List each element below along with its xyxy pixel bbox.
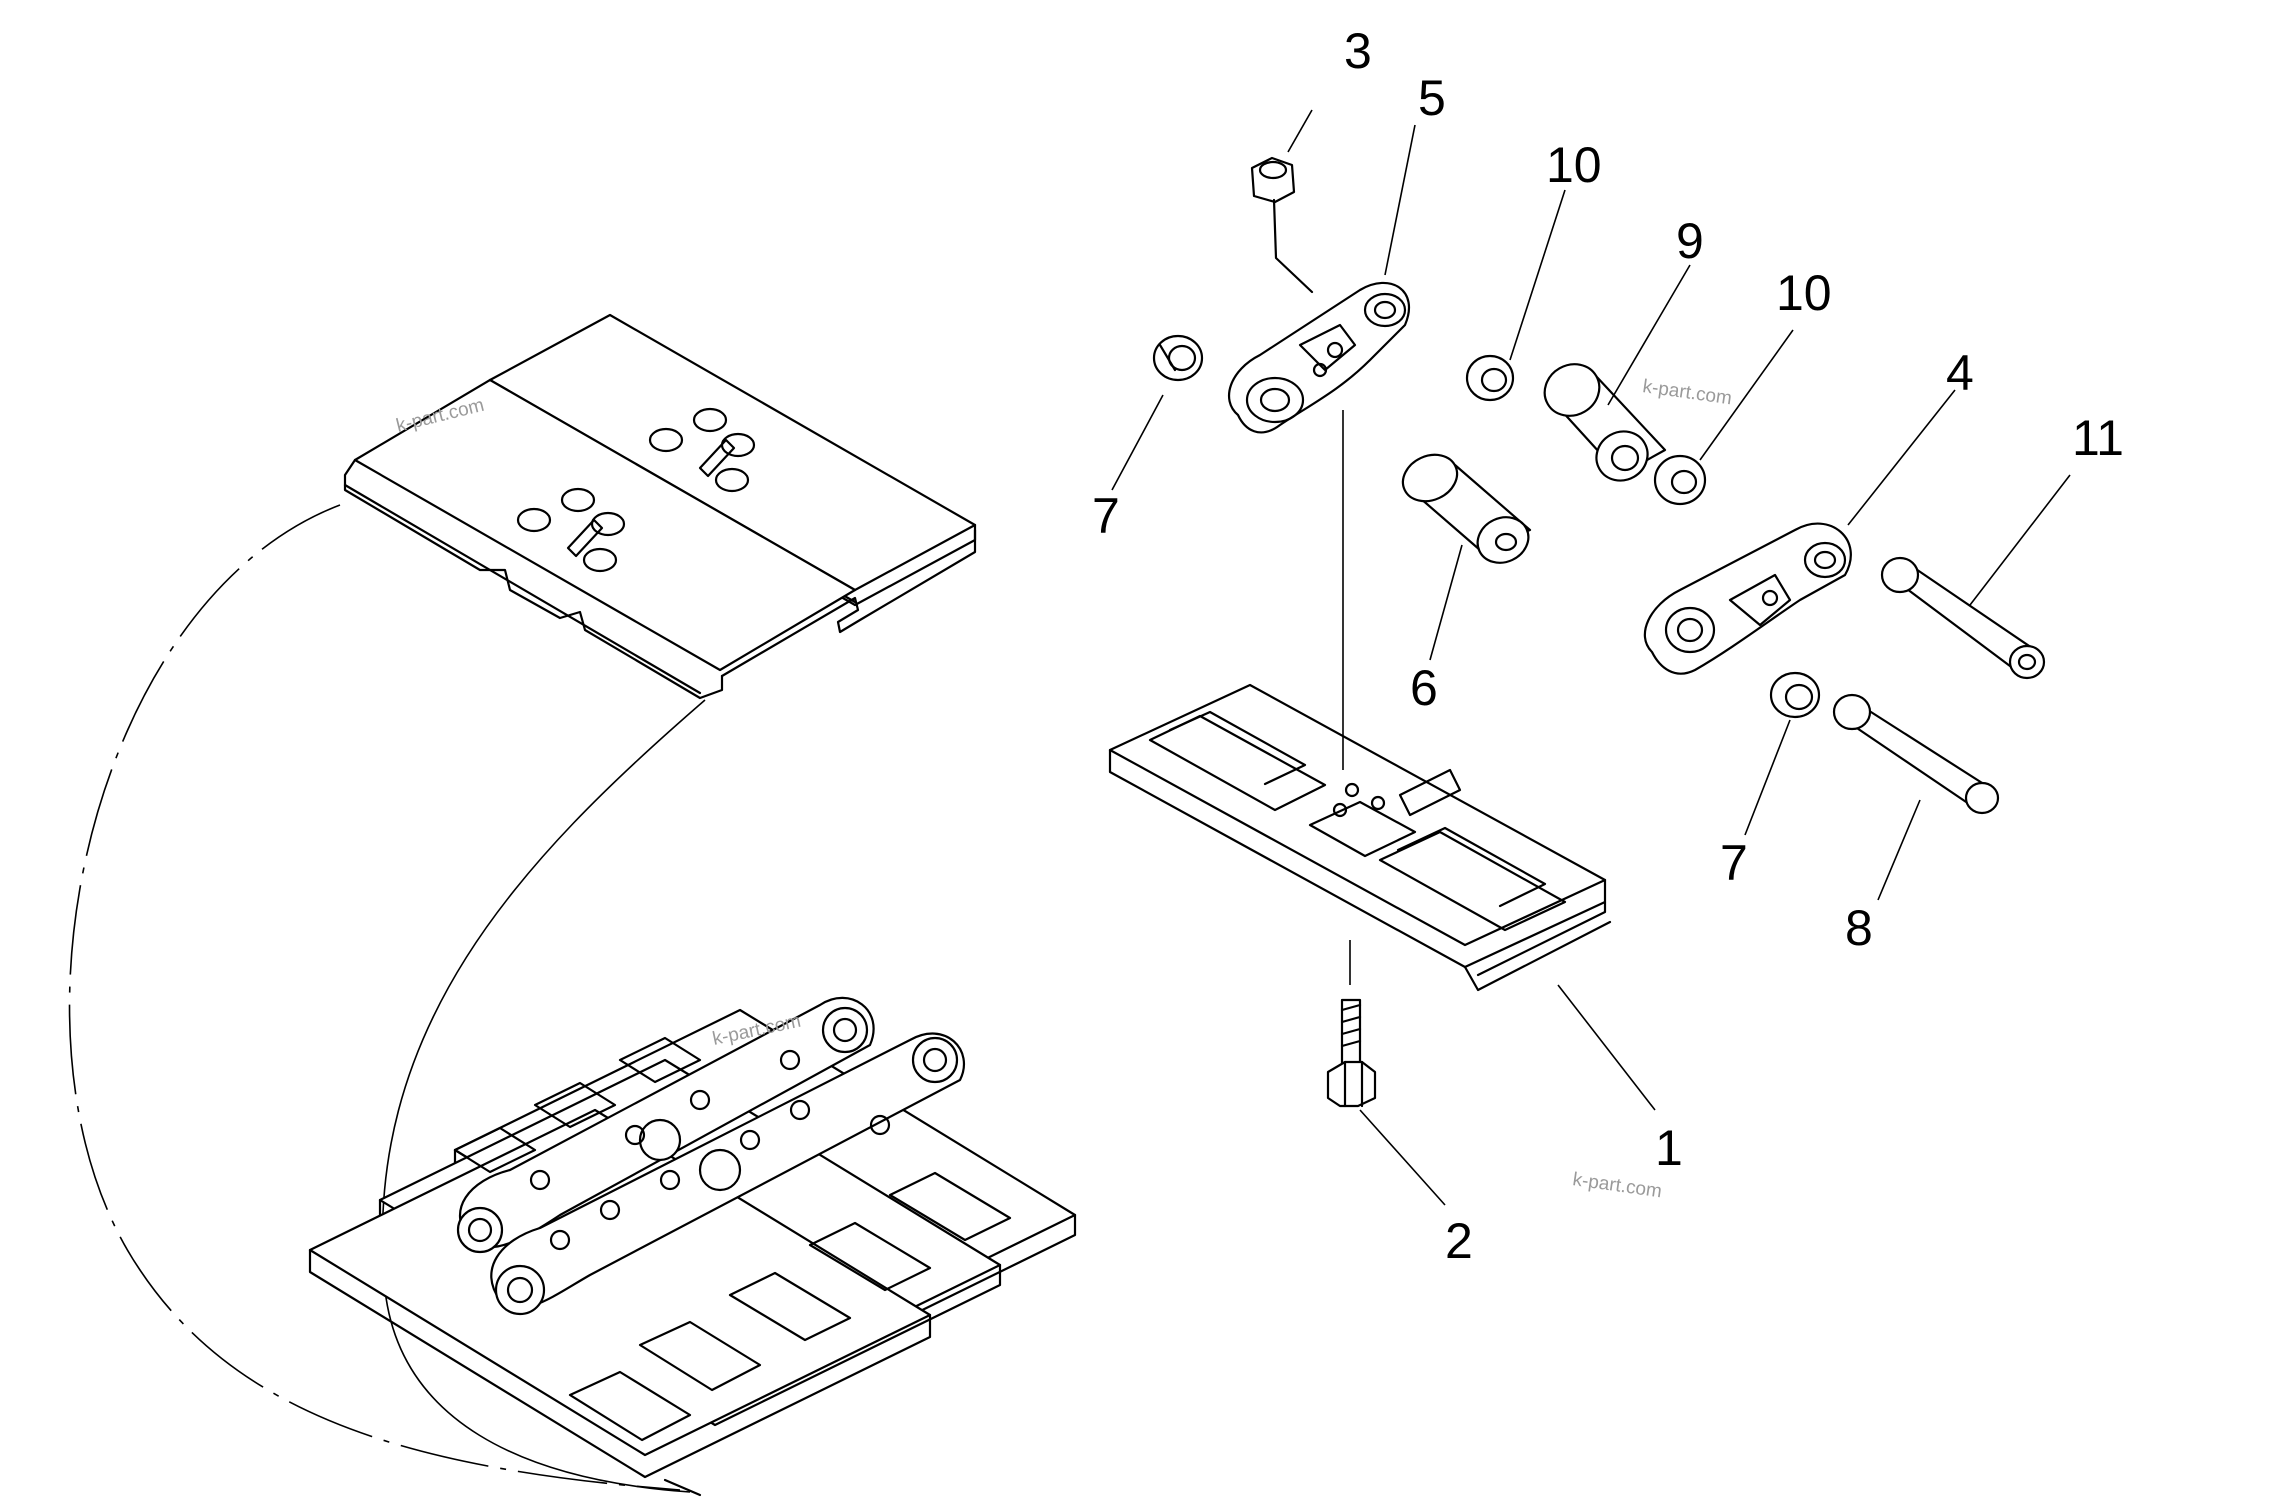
callout-7-lower: 7 [1720, 835, 1748, 891]
watermark-4: k-part.com [1571, 1169, 1663, 1202]
seal-part-10-lower [1653, 454, 1707, 506]
pin-part-8 [1832, 693, 2000, 815]
shoe-bolt-holes [516, 407, 756, 573]
watermark-2: k-part.com [1641, 376, 1733, 409]
callout-2: 2 [1445, 1213, 1473, 1269]
seal-part-10-upper [1465, 354, 1515, 402]
track-link-part-5 [1228, 281, 1411, 434]
callout-7-upper: 7 [1092, 488, 1120, 544]
bushing-part-6 [1401, 453, 1532, 564]
bushing-part-9 [1543, 363, 1667, 482]
callout-10-upper: 10 [1546, 137, 1602, 193]
bolt-part-2 [1326, 998, 1377, 1108]
callout-9: 9 [1676, 213, 1704, 269]
pin-part-11 [1880, 556, 2046, 680]
callout-11: 11 [2072, 410, 2124, 466]
seal-part-7-lower [1769, 671, 1821, 719]
upper-track-shoes [343, 313, 977, 700]
callout-1: 1 [1655, 1120, 1683, 1176]
lower-track-assembly [308, 996, 1077, 1497]
callout-numbers: 3 5 10 9 10 4 11 7 6 7 8 1 2 [1092, 23, 2124, 1269]
seal-part-7-upper [1152, 334, 1204, 382]
callout-6: 6 [1410, 660, 1438, 716]
callout-3: 3 [1344, 23, 1372, 79]
track-shoe-part-1 [1108, 683, 1612, 992]
callout-5: 5 [1418, 70, 1446, 126]
callout-4: 4 [1946, 345, 1974, 401]
callout-10-lower: 10 [1776, 265, 1832, 321]
shoe-windows [453, 1036, 1012, 1442]
leader-lines [1111, 109, 2071, 1206]
track-link-chain [456, 996, 966, 1316]
chain-nuts [529, 1049, 891, 1251]
callout-8: 8 [1845, 900, 1873, 956]
nut-part-3 [1250, 156, 1314, 294]
track-link-part-4 [1643, 522, 1852, 675]
